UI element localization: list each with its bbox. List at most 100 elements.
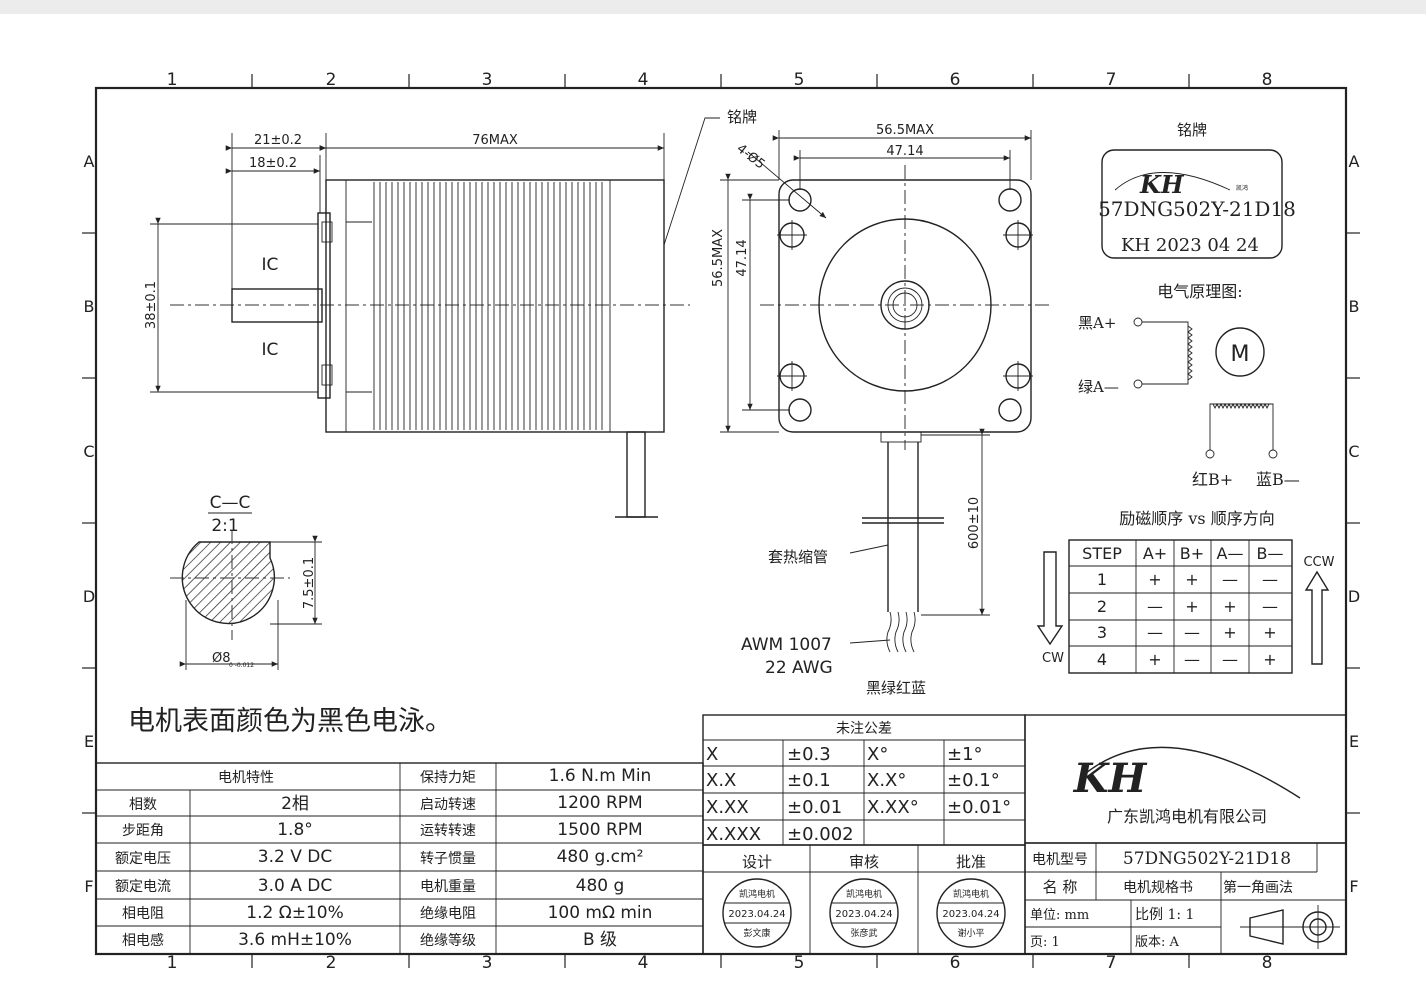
nameplate-logo-sub: 凯鸿 — [1236, 184, 1248, 192]
zone-col-1-bottom: 1 — [167, 953, 178, 973]
spec-value: B 级 — [583, 930, 617, 950]
zone-col-2: 2 — [326, 70, 337, 90]
sequence-row-2: 2 — + + — — [1097, 597, 1278, 616]
seq-cell: + — [1223, 597, 1236, 616]
wire-colors: 黑绿红蓝 — [866, 679, 926, 697]
first-angle-projection-icon — [1240, 905, 1340, 949]
zone-col-6: 6 — [950, 70, 961, 90]
spec-label: 相电阻 — [122, 906, 164, 922]
zone-col-4: 4 — [638, 70, 649, 90]
zone-col-1: 1 — [167, 70, 178, 90]
section-name: C—C — [210, 493, 251, 513]
zone-col-7-bottom: 7 — [1106, 953, 1117, 973]
tol-cell: ±0.1 — [787, 770, 831, 791]
tb-projection: 第一角画法 — [1223, 879, 1293, 896]
spec-value: 3.6 mH±10% — [238, 930, 352, 950]
seq-cell: + — [1148, 650, 1161, 669]
zone-row-b: B — [84, 297, 95, 316]
motor-symbol: M — [1231, 342, 1250, 367]
spec-label: 相数 — [129, 797, 157, 813]
zone-col-6-bottom: 6 — [950, 953, 961, 973]
zone-col-5-bottom: 5 — [794, 953, 805, 973]
spec-left-column: 相数 2相 步距角 1.8° 额定电压 3.2 V DC 额定电流 3.0 A … — [115, 794, 352, 950]
spec-value: 100 mΩ min — [548, 903, 653, 923]
spec-value: 1.6 N.m Min — [549, 766, 652, 786]
seq-cell: + — [1223, 623, 1236, 642]
cw-arrow-icon — [1036, 551, 1064, 646]
seq-cell: + — [1263, 623, 1276, 642]
terminal-b-plus: 红B+ — [1192, 470, 1233, 489]
spec-label: 启动转速 — [420, 797, 476, 813]
electrical-schematic: 电气原理图: 黑A+ 绿A— M 红B+ 蓝B— — [1078, 282, 1300, 489]
spec-label: 转子惯量 — [420, 850, 476, 867]
sequence-title: 励磁顺序 vs 顺序方向 — [1119, 509, 1274, 528]
stamp-company: 凯鸿电机 — [846, 888, 882, 900]
nameplate-date: KH 2023 04 24 — [1121, 235, 1259, 256]
tol-cell: X.X° — [867, 770, 906, 791]
terminal-a-plus: 黑A+ — [1078, 314, 1116, 332]
motor-side-view: 21±0.2 18±0.2 76MAX 38±0.1 IC IC 铭牌 — [144, 108, 757, 518]
stator-fins — [373, 182, 603, 430]
approval-stamps: 设计 审核 批准 凯鸿电机 2023.04.24 彭文康 凯鸿电机 2023.0… — [702, 844, 1026, 955]
spec-label: 保持力矩 — [420, 770, 476, 786]
lead-wires — [886, 611, 916, 653]
stamp-company: 凯鸿电机 — [739, 888, 775, 900]
hole-callout: 4-Ø5 — [734, 141, 768, 172]
dim-38: 38±0.1 — [144, 281, 159, 329]
seq-cell: — — [1222, 650, 1238, 669]
tol-cell: X° — [867, 744, 888, 765]
seq-cell: + — [1263, 650, 1276, 669]
seq-header-a-plus: A+ — [1143, 544, 1167, 563]
tb-model-value: 57DNG502Y-21D18 — [1123, 849, 1291, 869]
zone-row-d: D — [83, 587, 95, 606]
seq-header-b-plus: B+ — [1180, 544, 1204, 563]
column-labels-top: 1 2 3 4 5 6 7 8 — [167, 70, 1273, 90]
spec-label: 步距角 — [122, 823, 164, 839]
zone-row-a: A — [84, 152, 95, 171]
stamp-approve: 凯鸿电机 2023.04.24 谢小平 — [936, 878, 1006, 948]
spec-value: 1.8° — [277, 820, 313, 840]
tol-cell: ±0.002 — [787, 824, 854, 845]
dim-47-top: 47.14 — [886, 144, 923, 159]
sleeve-label: 套热缩管 — [768, 548, 828, 566]
stamp-signer: 谢小平 — [957, 927, 984, 939]
viewer-top-bar — [0, 0, 1426, 14]
spec-label: 额定电压 — [115, 851, 171, 867]
seq-cell: — — [1147, 623, 1163, 642]
dim-76: 76MAX — [472, 133, 518, 148]
zone-row-c-right: C — [1348, 442, 1359, 461]
nameplate-box: 铭牌 KH 凯鸿 57DNG502Y-21D18 KH 2023 04 24 — [1098, 121, 1296, 259]
ic-label-bottom: IC — [262, 340, 279, 360]
zone-col-7: 7 — [1106, 70, 1117, 90]
seq-cell: — — [1262, 597, 1278, 616]
stamp-signer: 张彦武 — [850, 927, 877, 939]
spec-label: 绝缘电阻 — [420, 906, 476, 922]
seq-header-a-minus: A— — [1217, 544, 1244, 563]
spec-value: 1.2 Ω±10% — [246, 903, 343, 923]
zone-row-f: F — [84, 877, 93, 896]
section-scale: 2:1 — [211, 516, 238, 536]
tol-cell: ±1° — [947, 744, 983, 765]
tb-unit: 单位: mm — [1030, 908, 1089, 923]
excitation-sequence: 励磁顺序 vs 顺序方向 STEP A+ B+ A— B— 1 + + — — … — [1036, 509, 1335, 674]
zone-col-8: 8 — [1262, 70, 1273, 90]
shaft-section-cc: C—C 2:1 7.5±0.1 Ø8 0 -0.012 — [170, 493, 322, 670]
sequence-row-3: 3 — — + + — [1097, 623, 1277, 642]
ic-label-top: IC — [262, 255, 279, 275]
seq-cell: 4 — [1097, 650, 1107, 669]
zone-col-2-bottom: 2 — [326, 953, 337, 973]
tb-version: 版本: A — [1135, 935, 1180, 950]
stamp-date: 2023.04.24 — [942, 909, 999, 920]
tb-model-label: 电机型号 — [1032, 852, 1088, 868]
spec-label: 运转转速 — [420, 823, 476, 839]
seq-cell: — — [1184, 650, 1200, 669]
seq-cell: 3 — [1097, 623, 1107, 642]
seq-header-b-minus: B— — [1257, 544, 1284, 563]
title-block: 电机型号 57DNG502Y-21D18 名 称 电机规格书 第一角画法 单位:… — [1024, 842, 1347, 955]
tol-cell: ±0.1° — [947, 770, 1000, 791]
motor-spec-table: 电机特性 相数 2相 步距角 1.8° 额定电压 3.2 V DC 额定电流 3… — [95, 762, 704, 955]
tol-cell: X.XX° — [867, 797, 919, 818]
seq-cell: + — [1185, 597, 1198, 616]
spec-value: 2相 — [281, 794, 309, 814]
